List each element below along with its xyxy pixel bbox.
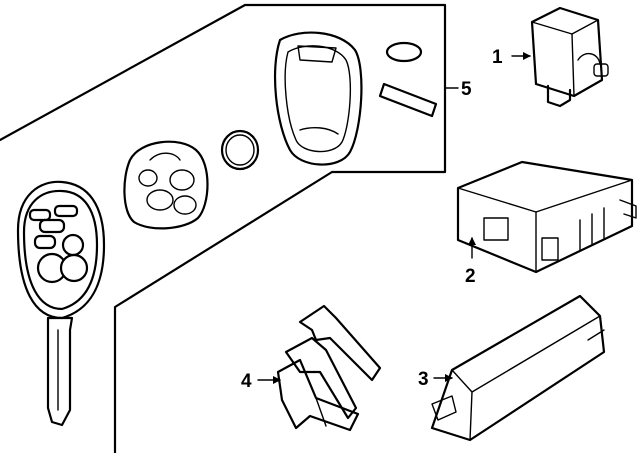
callout-3: 3 [418, 369, 429, 390]
callout-4: 4 [241, 371, 252, 392]
key-fob [16, 180, 106, 427]
group-outline [0, 3, 447, 453]
battery [220, 129, 260, 171]
oval-badge [385, 41, 423, 63]
bracket [276, 304, 382, 432]
keypad [123, 140, 209, 230]
fob-case [273, 31, 363, 166]
immobilizer-module [530, 6, 609, 108]
callout-2: 2 [465, 266, 476, 287]
control-unit [456, 160, 637, 274]
label-strip [378, 82, 438, 118]
module-housing [430, 294, 606, 442]
callout-5: 5 [461, 79, 472, 100]
callout-1: 1 [492, 47, 503, 68]
